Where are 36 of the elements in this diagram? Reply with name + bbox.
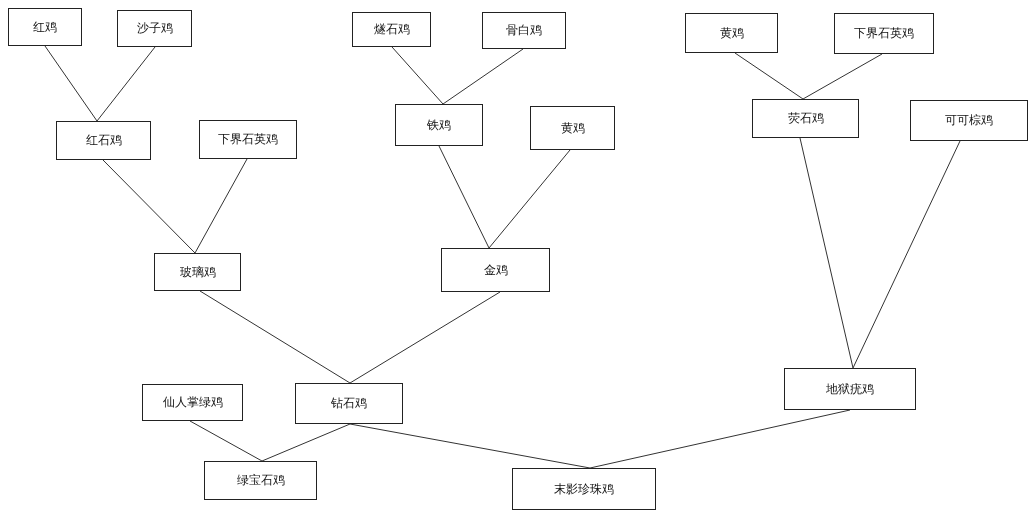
connector-line [96, 46, 156, 122]
process-box: 黄鸡 [685, 13, 778, 53]
connector-line [349, 291, 501, 384]
connector-line [442, 48, 524, 105]
connector-line [102, 159, 196, 254]
process-box: 地狱疣鸡 [784, 368, 916, 410]
process-box: 铁鸡 [395, 104, 483, 146]
connector-line [199, 290, 351, 384]
process-box: 金鸡 [441, 248, 550, 292]
process-box: 可可棕鸡 [910, 100, 1028, 141]
connector-line [189, 420, 263, 462]
connector-line [391, 46, 444, 105]
connector-line [852, 140, 961, 369]
connector-line [734, 52, 804, 100]
process-box: 骨白鸡 [482, 12, 566, 49]
process-box: 绿宝石鸡 [204, 461, 317, 500]
process-box: 下界石英鸡 [199, 120, 297, 159]
process-box: 红鸡 [8, 8, 82, 46]
process-box: 仙人掌绿鸡 [142, 384, 243, 421]
process-box: 荧石鸡 [752, 99, 859, 138]
connector-line [261, 423, 351, 462]
connector-line [488, 149, 571, 249]
process-box: 黄鸡 [530, 106, 615, 150]
process-box: 燧石鸡 [352, 12, 431, 47]
connector-line [799, 137, 854, 369]
connector-line [44, 45, 98, 122]
process-box: 沙子鸡 [117, 10, 192, 47]
connector-line [589, 409, 851, 469]
process-box: 下界石英鸡 [834, 13, 934, 54]
process-box: 玻璃鸡 [154, 253, 241, 291]
process-box: 末影珍珠鸡 [512, 468, 656, 510]
process-box: 红石鸡 [56, 121, 151, 160]
connector-line [194, 158, 248, 254]
connector-line [802, 53, 883, 100]
connector-line [438, 145, 490, 249]
process-box: 钻石鸡 [295, 383, 403, 424]
